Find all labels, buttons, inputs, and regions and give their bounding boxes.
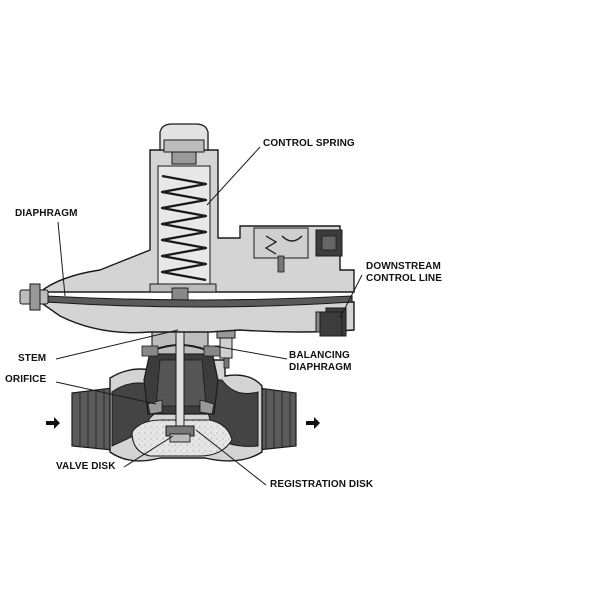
- orifice-seat: [147, 399, 215, 415]
- label-control-spring: CONTROL SPRING: [263, 138, 355, 149]
- outlet-connection: [257, 387, 297, 451]
- label-registration-disk: REGISTRATION DISK: [270, 479, 374, 490]
- inlet-flow-arrow-icon: [46, 417, 60, 429]
- inlet-connection: [71, 387, 113, 451]
- label-downstream-control-line-2: CONTROL LINE: [366, 273, 443, 284]
- outlet-flow-arrow-icon: [306, 417, 320, 429]
- label-downstream-control-line-1: DOWNSTREAM: [366, 261, 441, 272]
- bonnet-cap: [159, 123, 209, 165]
- label-diaphragm: DIAPHRAGM: [15, 208, 78, 219]
- valve-disk: [165, 425, 195, 443]
- label-stem: STEM: [18, 353, 47, 364]
- control-spring: [160, 174, 208, 282]
- leader-lines: [55, 146, 363, 486]
- downstream-control-line: [319, 311, 343, 337]
- label-orifice: ORIFICE: [5, 374, 47, 385]
- spring-chamber: [157, 165, 211, 287]
- label-valve-disk: VALVE DISK: [56, 461, 116, 472]
- flange-bolt-left: [19, 283, 49, 311]
- main-diaphragm: [45, 295, 353, 308]
- relief-valve: [253, 227, 309, 273]
- label-balancing-diaphragm-2: DIAPHRAGM: [289, 362, 352, 373]
- label-balancing-diaphragm-1: BALANCING: [289, 350, 350, 361]
- vent-port: [315, 229, 343, 257]
